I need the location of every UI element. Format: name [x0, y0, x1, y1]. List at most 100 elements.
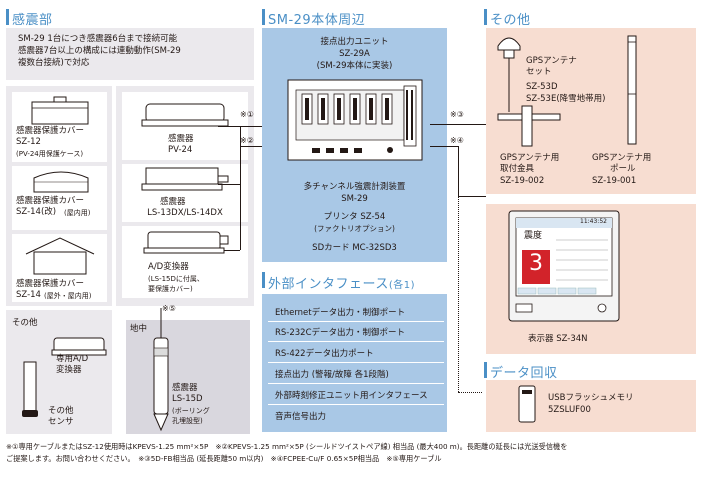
interface-item-2: RS-232Cデータ出力・制御ポート [275, 328, 406, 338]
sensor-intro-box [6, 28, 254, 80]
interface-divider-1 [268, 321, 444, 322]
main-section-bar [262, 9, 265, 25]
device-name-line-1: 多チャンネル強震計測装置 [303, 182, 406, 192]
sensor-intro-line-1: SM-29 1台につき感震器6台まで接続可能 [18, 34, 178, 44]
ls15d-note-1: (ボーリング [172, 407, 210, 415]
sensor-pv24-line-1: 感震器 [168, 134, 194, 144]
link-1-line [240, 126, 266, 128]
link-3-line [430, 124, 488, 126]
cover-sz14-line-2: SZ-14 [16, 290, 41, 300]
bus-line-1 [240, 126, 242, 250]
display-link [458, 196, 486, 198]
sm29-device-drawing [287, 79, 423, 161]
mark-5: ※⑤ [162, 304, 176, 313]
link-2-line [240, 146, 266, 148]
ls13dx-connector [218, 184, 240, 186]
usb-dotted-vertical [458, 196, 459, 392]
mark-3: ※③ [450, 110, 464, 119]
cover-sz14-kai-line-2: SZ-14(改) [16, 207, 57, 217]
interface-divider-5 [268, 404, 444, 405]
cover-sz14-kai-drawing [33, 171, 89, 193]
data-collection-bar [484, 362, 487, 378]
cover-sz12-note: (PV-24用保護ケース) [16, 150, 84, 158]
interface-section-bar [262, 272, 265, 288]
pole-line-3: SZ-19-001 [592, 176, 637, 186]
cover-sz14-kai-note: (屋内用) [64, 209, 91, 217]
gps-antenna-drawing [497, 37, 521, 112]
cover-sz14-line-1: 感震器保護カバー [16, 279, 85, 289]
ad-converter-drawing [143, 231, 229, 254]
sensor-section-title: 感震部 [12, 13, 53, 28]
footnote-line-2: ご提案します。お問い合わせください。 ※③5D-FB相当品 (延長距離50 m以… [6, 454, 442, 463]
display-device-drawing [508, 210, 620, 322]
mark-4: ※④ [450, 136, 464, 145]
cover-sz14-drawing [25, 237, 95, 275]
footnote-line-1: ※①専用ケーブルまたはSZ-12使用時はKPEVS-1.25 mm²×5P ※②… [6, 442, 568, 451]
gps-set-line-3: SZ-53D [526, 82, 558, 92]
mark-1: ※① [240, 110, 254, 119]
sensor-intro-line-3: 複数台接続)で対応 [18, 58, 90, 68]
ls15d-line-2: LS-15D [172, 394, 203, 404]
main-section-title: SM-29本体周辺 [268, 13, 366, 28]
usb-line-2: 5ZSLUF00 [548, 405, 591, 415]
interface-item-6: 音声信号出力 [275, 412, 327, 422]
mount-line-1: GPSアンテナ用 [500, 153, 560, 163]
link-4-line [430, 146, 458, 148]
data-collection-title: データ回収 [490, 366, 558, 381]
left-other-title: その他 [12, 318, 38, 328]
contact-unit-line-1: 接点出力ユニット [320, 37, 389, 47]
interface-title-suffix: (各1) [388, 280, 416, 291]
ad-converter-note-1: (LS-15Dに付属、 [148, 275, 204, 283]
usb-dotted-horizontal [458, 392, 482, 393]
sensor-ls13dx-drawing [141, 167, 229, 191]
underground-panel [126, 320, 250, 434]
sensor-section-bar [6, 9, 9, 25]
interface-divider-4 [268, 383, 444, 384]
other-sensor-line-2: センサ [48, 417, 74, 427]
sensor-pv24-drawing [141, 103, 229, 127]
display-label: 表示器 SZ-34N [528, 334, 588, 344]
mount-line-2: 取付金具 [500, 164, 535, 174]
cover-sz12-line-2: SZ-12 [16, 137, 41, 147]
dedicated-ad-line-2: 変換器 [56, 365, 82, 375]
gps-set-line-1: GPSアンテナ [526, 56, 577, 66]
ls15d-note-2: 孔埋設型) [172, 417, 203, 425]
link-4-vertical [458, 146, 460, 196]
gps-pole-drawing [627, 35, 637, 145]
display-screen-intensity-label: 震度 [524, 231, 543, 241]
cover-sz12-line-1: 感震器保護カバー [16, 126, 85, 136]
gps-set-line-4: SZ-53E(降雪地帯用) [526, 94, 606, 104]
ad-converter-label: A/D変換器 [148, 262, 189, 272]
pole-line-1: GPSアンテナ用 [592, 153, 652, 163]
interface-title-text: 外部インタフェース [268, 277, 389, 292]
pole-line-2: ポール [610, 164, 636, 174]
interface-item-4: 接点出力 (警報/故障 各1段階) [275, 370, 389, 380]
interface-divider-2 [268, 341, 444, 342]
interface-divider-3 [268, 362, 444, 363]
other-sensor-line-1: その他 [48, 406, 74, 416]
ls15d-drawing [153, 308, 169, 432]
cover-sz14-kai-line-1: 感震器保護カバー [16, 196, 85, 206]
contact-unit-line-3: (SM-29本体に実装) [316, 61, 393, 71]
mark-2: ※② [240, 136, 254, 145]
usb-drive-drawing [518, 385, 536, 423]
pv24-connector [218, 126, 240, 128]
interface-panel [262, 294, 447, 432]
interface-item-3: RS-422データ出力ポート [275, 349, 374, 359]
display-screen-intensity-value: 3 [529, 251, 543, 276]
other-section-bar [484, 9, 487, 25]
interface-item-1: Ethernetデータ出力・制御ポート [275, 308, 406, 318]
usb-line-1: USBフラッシュメモリ [548, 393, 634, 403]
dedicated-ad-drawing [51, 337, 107, 356]
underground-label: 地中 [130, 324, 148, 334]
device-name-line-2: SM-29 [341, 194, 368, 204]
cover-sz14-note: (屋外・屋内用) [44, 292, 92, 300]
interface-section-title: 外部インタフェース(各1) [268, 273, 415, 292]
printer-line-2: (ファクトリオプション) [314, 224, 395, 233]
other-sensor-drawing [22, 361, 38, 417]
gps-set-line-2: セット [526, 67, 552, 77]
printer-line-1: プリンタ SZ-54 [323, 212, 386, 222]
other-section-title: その他 [490, 13, 531, 28]
sensor-ls13dx-line-2: LS-13DX/LS-14DX [147, 208, 223, 218]
sensor-pv24-line-2: PV-24 [168, 145, 193, 155]
